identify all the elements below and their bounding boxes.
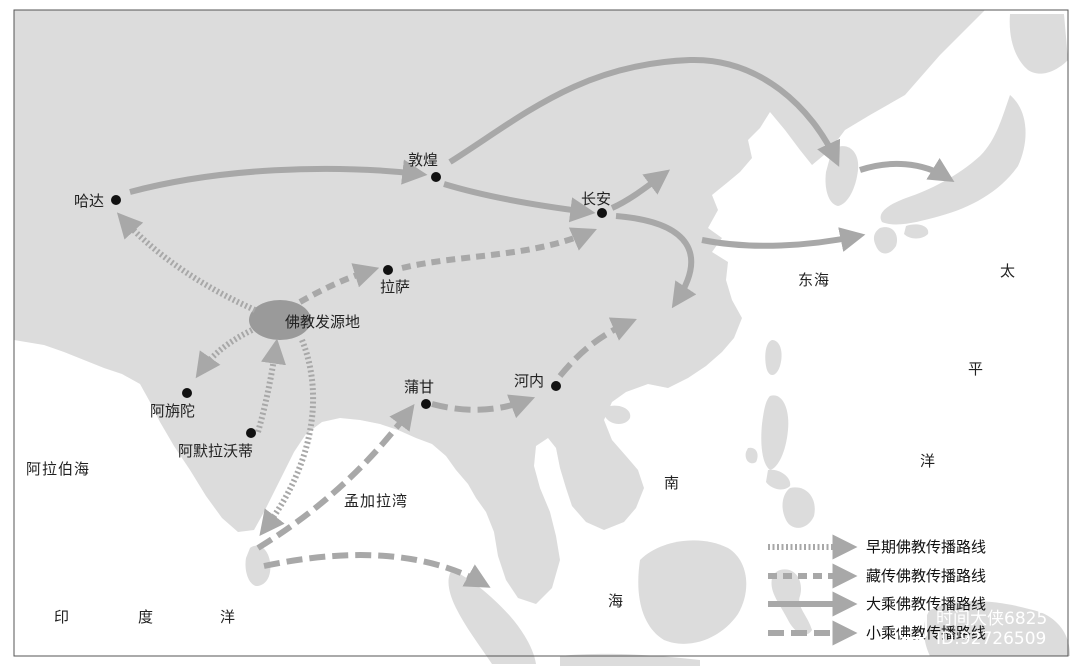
japan-honshu [880,95,1026,225]
new-guinea [924,601,1070,656]
sea-labels: 东海 阿拉伯海 孟加拉湾 印 度 洋 南 海 太 平 洋 [26,262,1016,626]
cities-layer [111,172,607,438]
label-axuantuo: 阿旃陀 [150,402,195,420]
mindanao [782,487,815,528]
japan-hokkaido [1009,14,1068,74]
label-changan: 长安 [581,190,611,208]
label-dong-hai: 东海 [798,271,830,289]
route-mahayana-changan-ne [610,169,671,211]
label-south-sea-2: 海 [608,592,624,610]
route-tibetan-lasa-to-changan [401,227,597,271]
sumatra [448,570,536,664]
legend-item-tibetan: 藏传佛教传播路线 [768,563,986,589]
city-dot-lasa [383,265,393,275]
label-indian-ocean-2: 度 [138,608,154,626]
japan-shikoku [904,224,929,239]
route-mahayana-to-japan [701,227,866,252]
city-dot-pugan [421,399,431,409]
label-pacific-3: 洋 [920,452,936,470]
label-origin: 佛教发源地 [285,313,360,331]
japan-kyushu [873,227,898,254]
asia-mainland [14,10,985,604]
watermark: 时间大侠6825 ID:92726509 [899,609,1047,649]
land-layer [14,10,1070,666]
label-pugan: 蒲甘 [404,378,434,396]
map-frame [13,9,1069,657]
route-mahayana-dunhuang-to-korea [448,56,841,167]
label-dunhuang: 敦煌 [408,151,438,169]
route-mahayana-korea-to-japan [859,158,955,182]
java [560,653,700,666]
city-dot-amolawodi [246,428,256,438]
label-pacific-1: 太 [1000,262,1016,280]
route-early-to-srilanka [259,338,317,537]
label-pacific-2: 平 [968,360,984,378]
label-amolawodi: 阿默拉沃蒂 [178,442,253,460]
city-dot-dunhuang [431,172,441,182]
watermark-logo [899,611,927,639]
label-lasa: 拉萨 [380,278,410,296]
watermark-line1: 时间大侠6825 [936,609,1047,629]
hainan [603,405,631,424]
label-indian-ocean-3: 洋 [220,608,236,626]
city-dot-axuantuo [182,388,192,398]
label-indian-ocean-1: 印 [54,608,70,626]
label-south-sea-1: 南 [664,474,680,492]
route-theravada-pugan-to-henei [431,394,536,419]
watermark-line2: ID:92726509 [936,629,1046,649]
legend-item-mahayana: 大乘佛教传播路线 [768,591,986,617]
legend-item-early: 早期佛教传播路线 [768,534,986,560]
legend-label-mahayana: 大乘佛教传播路线 [866,595,986,613]
label-bay-of-bengal: 孟加拉湾 [344,492,408,510]
label-arabian-sea: 阿拉伯海 [26,460,90,478]
legend-label-early: 早期佛教传播路线 [866,538,986,556]
route-mahayana-hada-to-dunhuang [129,159,428,195]
legend-label-tibetan: 藏传佛教传播路线 [866,567,986,585]
city-dot-henei [551,381,561,391]
route-mahayana-changan-south [615,213,697,309]
origin-region [249,300,311,340]
routes-layer [116,56,955,588]
route-mahayana-dunhuang-to-changan [443,181,596,223]
route-early-to-axuantuo [195,327,254,379]
city-dot-hada [111,195,121,205]
city-labels: 哈达 敦煌 长安 拉萨 佛教发源地 阿旃陀 阿默拉沃蒂 蒲甘 河内 [74,151,611,460]
taiwan [765,340,782,375]
route-theravada-srilanka-to-sumatra [263,552,491,588]
visayas [766,469,791,490]
route-tibetan-origin-to-lasa [298,263,380,305]
sri-lanka [245,545,271,586]
borneo [638,540,747,644]
label-hada: 哈达 [74,192,104,210]
route-theravada-srilanka-to-pugan [256,403,415,551]
label-henei: 河内 [514,372,544,390]
mindoro [745,447,758,464]
city-dot-changan [597,208,607,218]
luzon [761,395,789,470]
route-theravada-henei-ne [557,317,637,378]
